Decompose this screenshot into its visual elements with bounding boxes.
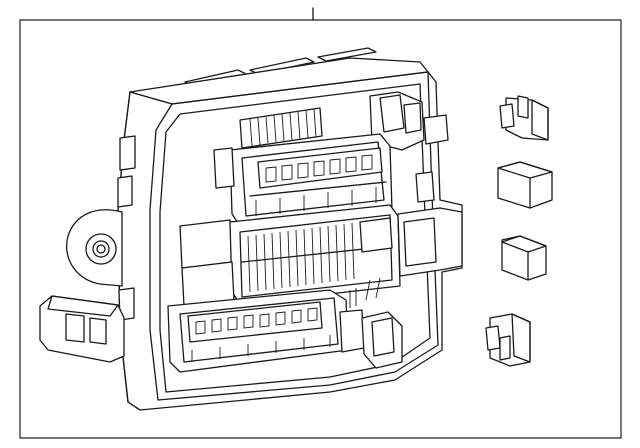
mounting-boss <box>67 210 122 286</box>
top-vent-grille <box>240 108 322 148</box>
lower-right-latch <box>340 310 402 368</box>
right-side-housing <box>398 172 462 276</box>
module-front-bezel <box>150 72 438 400</box>
relay-4 <box>486 314 530 366</box>
left-side-tabs <box>118 136 135 320</box>
body-control-module <box>40 48 462 410</box>
relay-1 <box>500 96 548 140</box>
middle-fuse-block <box>180 205 400 306</box>
relay-3 <box>502 236 546 280</box>
upper-connector <box>214 134 392 226</box>
mounting-bracket <box>40 296 124 362</box>
relay-2 <box>498 162 552 208</box>
